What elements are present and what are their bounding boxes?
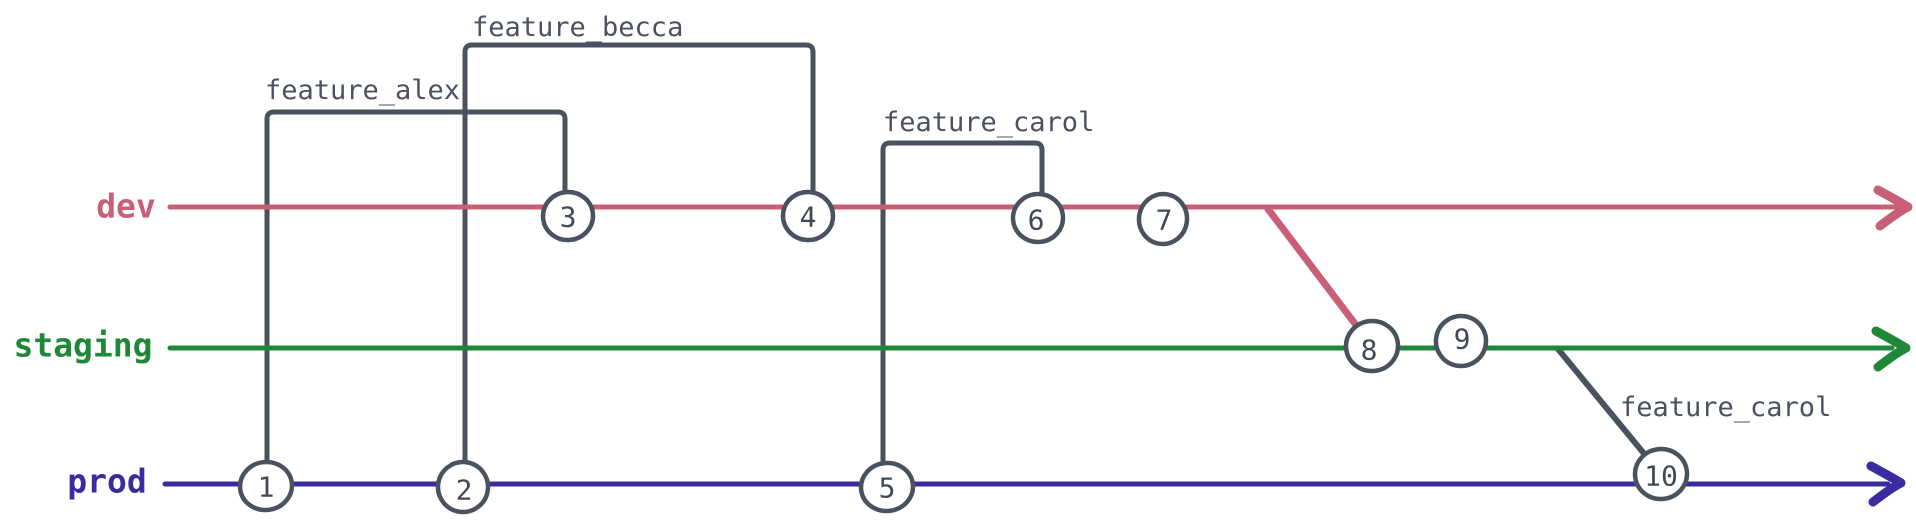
- commit-node: 4: [780, 189, 836, 243]
- feature-label-carol-merge: feature_carol: [1620, 392, 1831, 423]
- commit-circle: [540, 189, 596, 243]
- commit-circle: [1632, 446, 1690, 502]
- dev-arrowhead-icon: [1873, 185, 1913, 231]
- commit-node: 8: [1343, 318, 1401, 374]
- commit-node: 5: [858, 460, 916, 514]
- branch-label-dev: dev: [96, 187, 156, 226]
- commit-node: 10: [1632, 446, 1690, 502]
- commit-node: 7: [1136, 191, 1190, 247]
- feature-carol-merge-to-prod-line: [1555, 346, 1649, 459]
- commit-circle: [1343, 318, 1401, 374]
- branch-arrowheads: [1866, 185, 1913, 507]
- feature-branch-lines: [264, 42, 1649, 465]
- commit-circle: [780, 189, 836, 243]
- feature-carol-branch-line: [880, 140, 1045, 465]
- commit-circle: [435, 459, 491, 515]
- commit-number: 1: [258, 471, 275, 504]
- commit-node: 3: [540, 189, 596, 243]
- feature-label-carol: feature_carol: [883, 107, 1094, 138]
- commit-node: 2: [435, 459, 491, 515]
- commit-node: 9: [1433, 313, 1489, 369]
- commit-number: 7: [1156, 204, 1173, 237]
- commit-node: 1: [237, 459, 295, 513]
- commit-number: 10: [1644, 460, 1678, 493]
- prod-arrowhead-icon: [1866, 461, 1906, 507]
- branch-labels: dev staging prod: [13, 187, 155, 501]
- commit-nodes: 1 2 3 4 5 6 7 8: [237, 189, 1690, 515]
- feature-alex-branch-line: [264, 109, 568, 465]
- commit-circle: [1433, 313, 1489, 369]
- branch-label-staging: staging: [13, 326, 152, 365]
- branch-label-prod: prod: [67, 462, 146, 501]
- commit-number: 5: [879, 472, 896, 505]
- commit-number: 6: [1028, 204, 1045, 237]
- dev-merge-to-staging-line: [1264, 205, 1363, 333]
- commit-node: 6: [1010, 191, 1066, 245]
- commit-circle: [1136, 191, 1190, 247]
- feature-labels: feature_alex feature_becca feature_carol…: [265, 12, 1831, 423]
- staging-arrowhead-icon: [1871, 326, 1911, 372]
- feature-label-alex: feature_alex: [265, 75, 460, 106]
- commit-number: 9: [1454, 323, 1471, 356]
- commit-number: 2: [456, 474, 473, 507]
- commit-circle: [237, 459, 295, 513]
- commit-number: 8: [1361, 334, 1378, 367]
- commit-number: 3: [560, 201, 577, 234]
- feature-label-becca: feature_becca: [472, 12, 683, 43]
- commit-circle: [1010, 191, 1066, 245]
- feature-becca-branch-line: [462, 42, 816, 464]
- commit-number: 4: [800, 201, 817, 234]
- commit-circle: [858, 460, 916, 514]
